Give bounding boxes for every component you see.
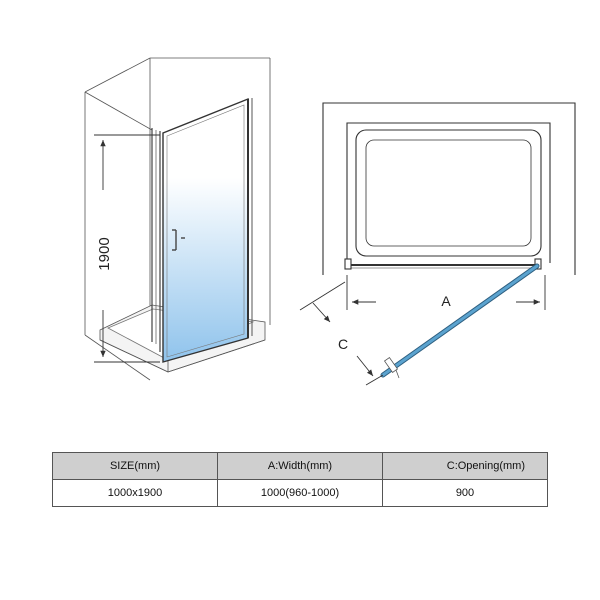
wall-outline [84, 57, 271, 381]
plan-basin [355, 129, 542, 257]
cell-opening: 900 [382, 479, 548, 507]
side-panel [151, 128, 161, 352]
plan-door-handle-icon [383, 356, 399, 374]
shower-enclosure-diagram: 1900 A C [84, 57, 576, 386]
door-handle-icon [172, 229, 185, 251]
plan-basin-inner [365, 139, 532, 247]
table-header-row: SIZE(mm) A:Width(mm) C:Opening(mm) [52, 452, 548, 480]
width-label: A [441, 293, 451, 309]
plan-left-hinge [344, 258, 352, 270]
glass-door [162, 97, 253, 363]
width-dimension [346, 275, 546, 310]
cell-size: 1000x1900 [52, 479, 218, 507]
cell-width: 1000(960-1000) [217, 479, 383, 507]
header-size: SIZE(mm) [52, 452, 218, 480]
header-width: A:Width(mm) [217, 452, 383, 480]
height-dimension [94, 134, 160, 363]
height-label: 1900 [96, 237, 113, 270]
table-row: 1000x1900 1000(960-1000) 900 [52, 479, 548, 507]
size-spec-table: SIZE(mm) A:Width(mm) C:Opening(mm) 1000x… [52, 452, 548, 507]
plan-view [322, 102, 576, 275]
opening-dimension [299, 281, 384, 386]
opening-label: C [338, 336, 348, 352]
plan-open-door [380, 263, 540, 379]
header-opening: C:Opening(mm) [382, 452, 548, 480]
perspective-view [84, 57, 271, 381]
plan-tray [346, 122, 551, 263]
plan-wall [322, 102, 576, 275]
